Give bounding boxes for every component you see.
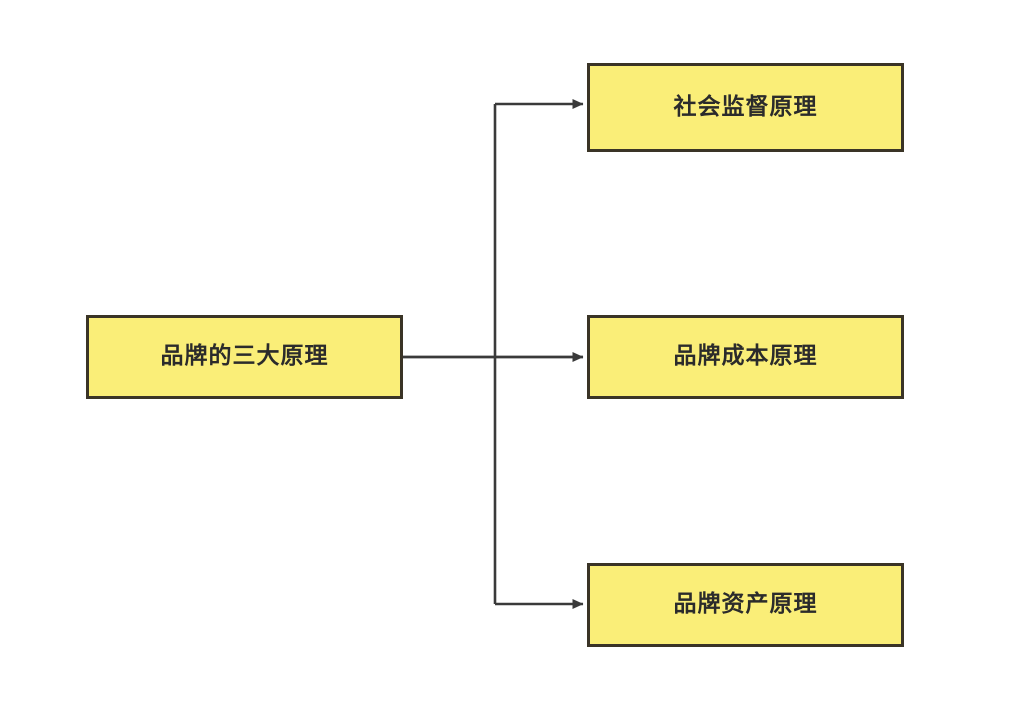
- node-root[interactable]: 品牌的三大原理: [86, 315, 403, 399]
- node-child-1-label: 品牌成本原理: [673, 343, 818, 370]
- node-child-2-label: 品牌资产原理: [673, 591, 818, 618]
- node-child-social-supervision[interactable]: 社会监督原理: [587, 63, 904, 152]
- node-child-brand-cost[interactable]: 品牌成本原理: [587, 315, 904, 399]
- node-child-brand-asset[interactable]: 品牌资产原理: [587, 563, 904, 647]
- node-root-label: 品牌的三大原理: [160, 343, 329, 370]
- node-child-0-label: 社会监督原理: [673, 93, 818, 120]
